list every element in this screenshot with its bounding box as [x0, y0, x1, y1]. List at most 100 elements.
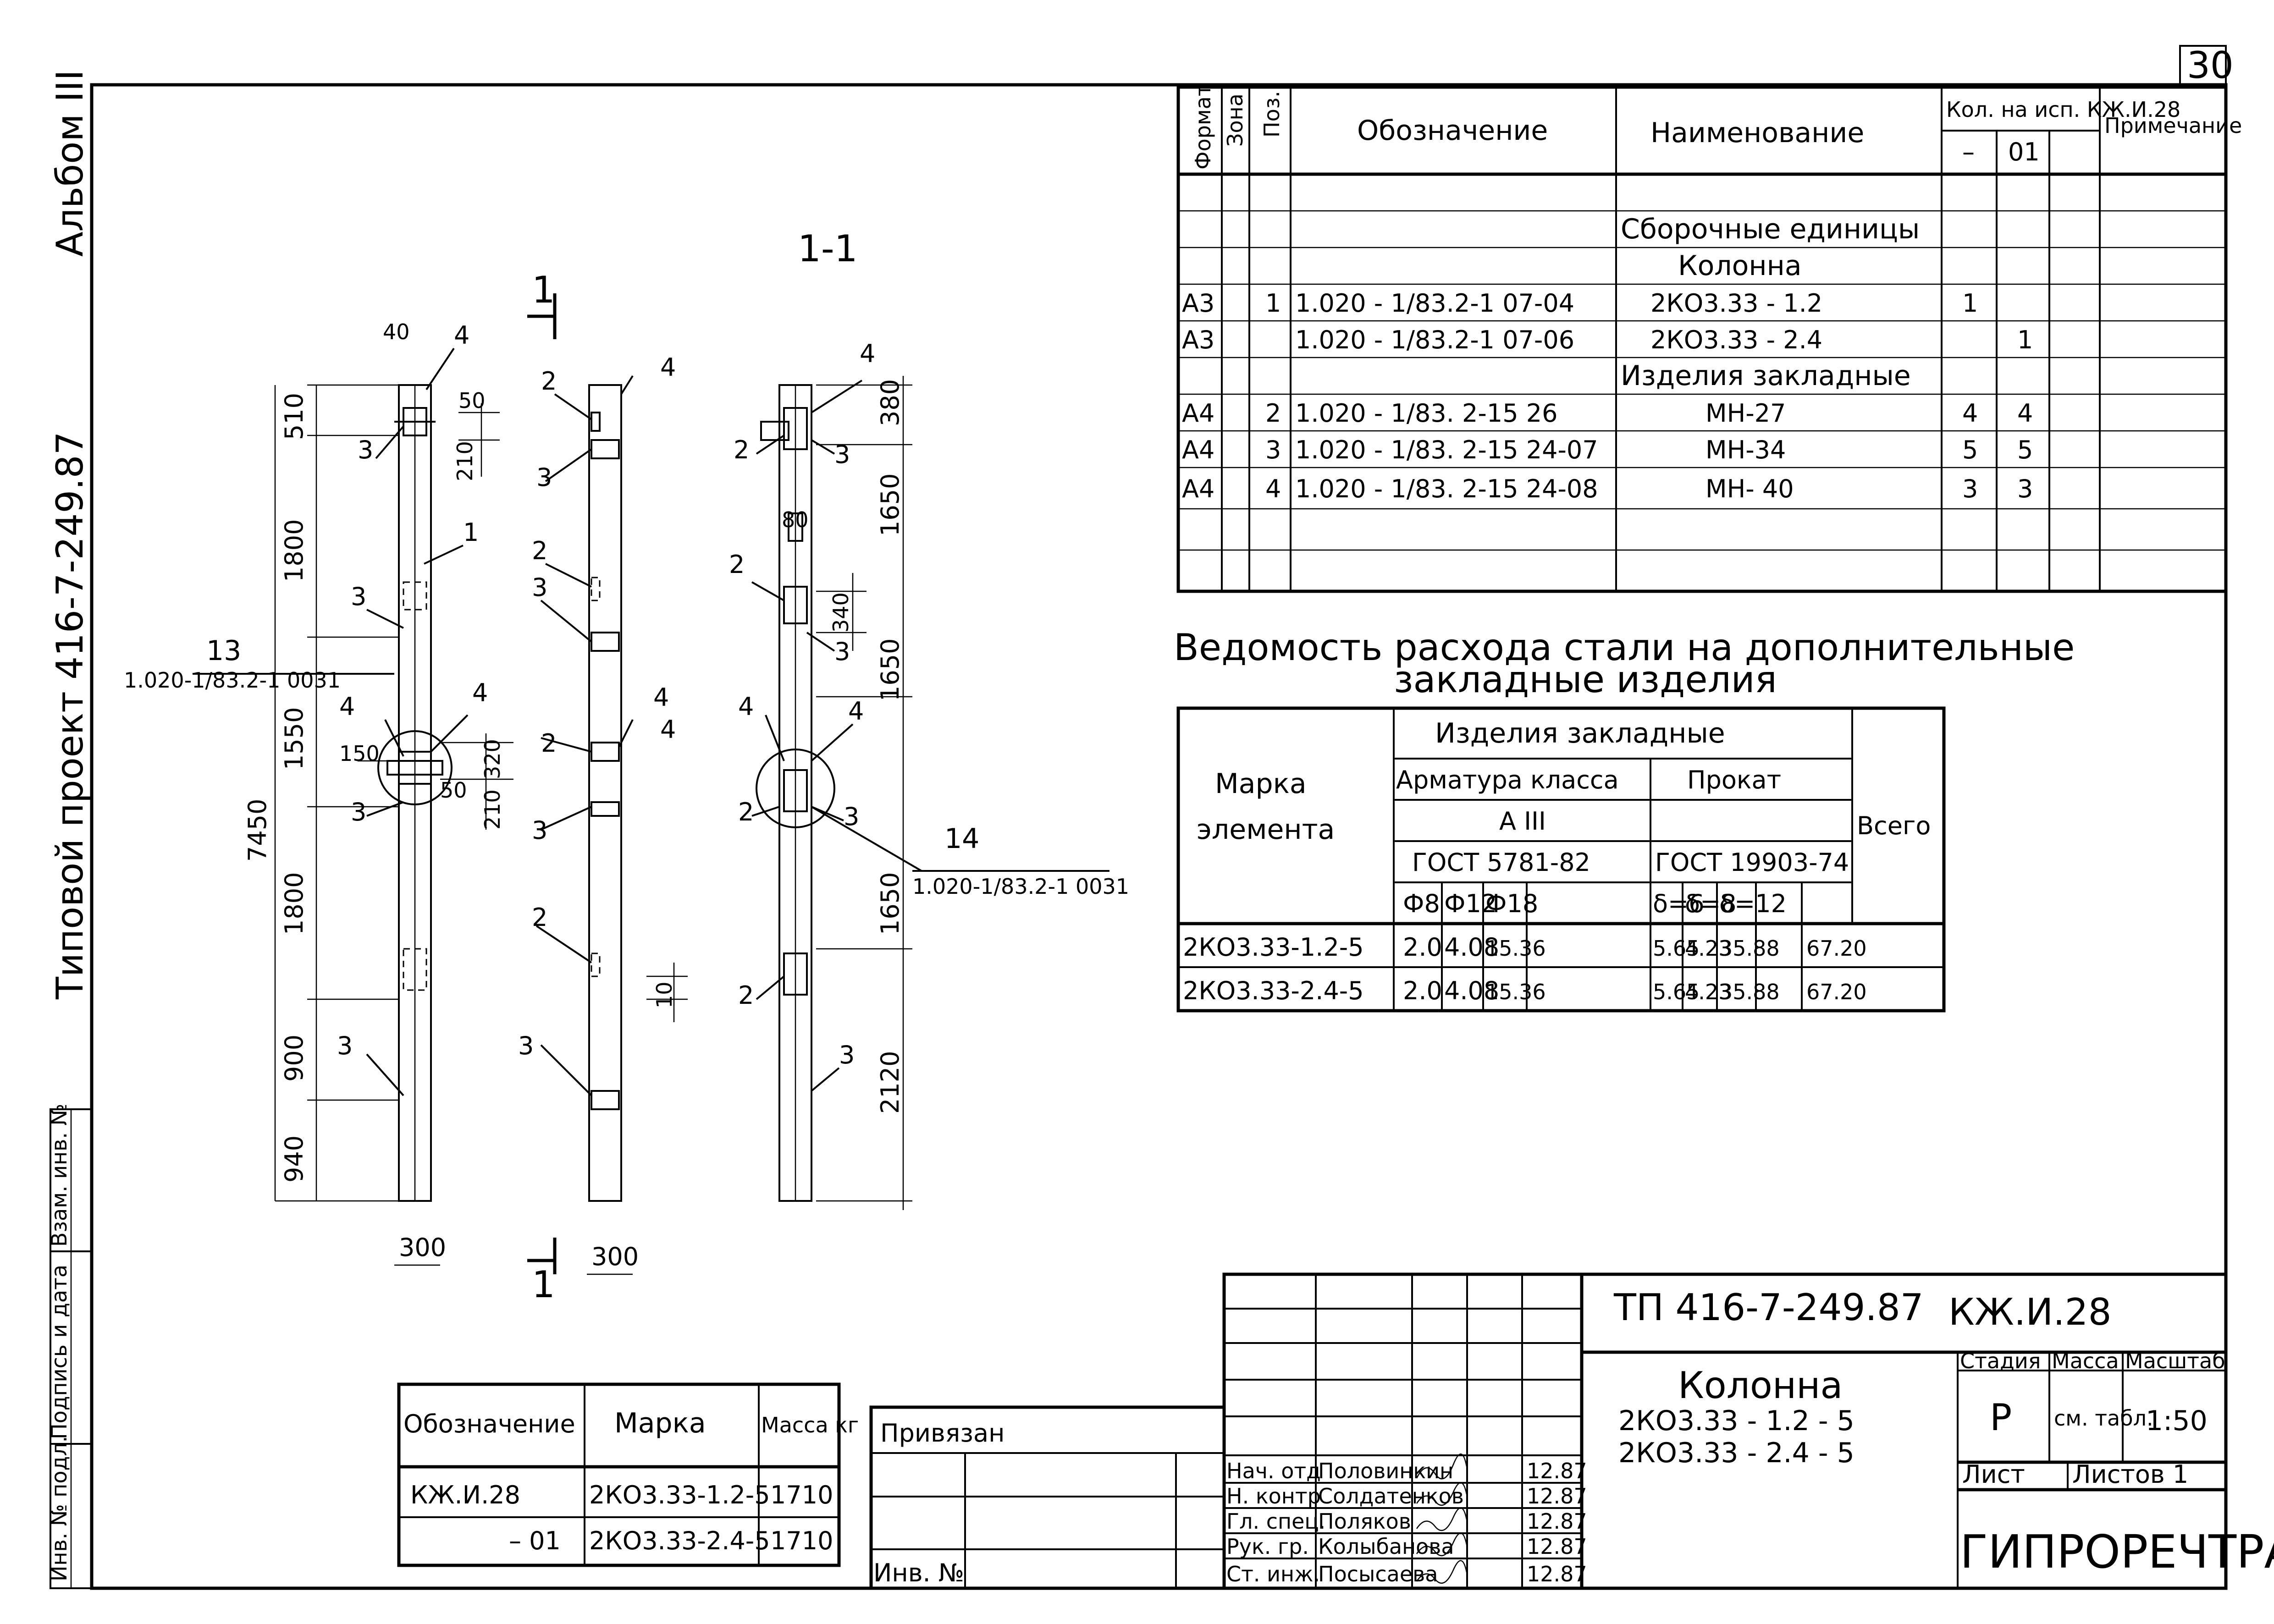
spec-row-name: МН- 40 — [1706, 474, 1794, 503]
dim-1800-b: 1800 — [280, 872, 309, 935]
spec-h-qty: Кол. на исп. КЖ.И.28 — [1946, 97, 2180, 122]
spec-row-qa: 4 — [1962, 399, 1978, 428]
column-elevation-3 — [751, 376, 1109, 1210]
steel-row-val: 15.36 — [1485, 980, 1546, 1004]
spec-row-name: 2КО3.33 - 1.2 — [1650, 289, 1822, 318]
steel-h-mark-1: Марка — [1215, 768, 1307, 800]
pos-label-4i: 4 — [848, 697, 864, 726]
steel-h-rebar: Арматура класса — [1396, 765, 1619, 794]
dim-940: 940 — [280, 1135, 309, 1183]
dim-320: 320 — [480, 739, 505, 779]
signature-date: 12.87 — [1527, 1459, 1587, 1483]
inv-label: Инв. № — [873, 1558, 964, 1587]
dim-1550: 1550 — [280, 707, 309, 770]
dim-1800-a: 1800 — [280, 519, 309, 582]
spec-h-format: Формат — [1191, 84, 1215, 170]
spec-row-qb: 3 — [2017, 474, 2033, 503]
pos-label-3a: 3 — [358, 435, 373, 464]
signature-row: Н. контр Солдатенков 12.87 — [1226, 1482, 1587, 1508]
spec-row-format: А4 — [1182, 474, 1214, 503]
section-label: 1-1 — [798, 227, 858, 270]
signature-name: Поляков — [1318, 1509, 1411, 1534]
spec-row: Изделия закладные — [1621, 360, 1911, 392]
pos-label-3e: 3 — [536, 463, 552, 492]
title-h-mass: Масса — [2052, 1349, 2119, 1373]
spec-row: Сборочные единицы — [1621, 213, 1920, 245]
spec-row-name: МН-27 — [1706, 399, 1786, 428]
column-elevation-1 — [193, 347, 513, 1266]
pos-label-2c: 2 — [541, 729, 557, 758]
marks-h-mark: Марка — [614, 1407, 706, 1439]
steel-row-total: 67.20 — [1806, 980, 1867, 1004]
dim-80: 80 — [782, 507, 809, 532]
dim-50-mid: 50 — [440, 778, 467, 803]
spec-row-name: Колонна — [1678, 250, 1802, 282]
signature-rows: Нач. отд Половинкин 12.87 Н. контр Солда… — [1226, 1453, 1587, 1586]
title-sheets-label: Листов 1 — [2072, 1460, 2188, 1489]
steel-h-total: Всего — [1857, 811, 1931, 840]
title-scale: 1:50 — [2146, 1405, 2208, 1437]
steel-row-mark: 2КО3.33-1.2-5 — [1183, 933, 1364, 962]
dim-7450: 7450 — [243, 799, 272, 862]
signature-role: Нач. отд — [1226, 1459, 1321, 1483]
node-ref-14: 1.020-1/83.2-1 0031 — [912, 874, 1129, 899]
spec-row: А3 1.020 - 1/83.2-1 07-06 2КО3.33 - 2.4 … — [1182, 325, 2033, 354]
title-organization: ГИПРОРЕЧТРАНС — [1960, 1525, 2274, 1579]
title-block — [1222, 1272, 2228, 1590]
steel-sub-d12: δ=12 — [1719, 889, 1787, 918]
spec-row-name: МН-34 — [1706, 435, 1786, 464]
marks-h-designation: Обозначение — [403, 1409, 575, 1438]
spec-row-pos: 3 — [1265, 435, 1281, 464]
signature-scribble — [1416, 1482, 1468, 1506]
spec-row-designation: 1.020 - 1/83.2-1 07-06 — [1295, 325, 1574, 354]
signature-name: Колыбанова — [1318, 1534, 1454, 1559]
width-300-a: 300 — [399, 1233, 446, 1262]
pos-label-2f: 2 — [729, 550, 745, 579]
pos-label-3l: 3 — [839, 1040, 855, 1069]
spec-row-format: А4 — [1182, 435, 1214, 464]
title-mass: см. табл. — [2054, 1406, 2153, 1431]
pos-label-4e: 4 — [653, 683, 669, 712]
spec-row-pos: 1 — [1265, 289, 1281, 318]
signature-row: Рук. гр. Колыбанова 12.87 — [1226, 1532, 1587, 1559]
spec-h-qty-a: – — [1962, 138, 1975, 166]
steel-title-2: закладные изделия — [1394, 658, 1777, 701]
signature-name: Посысаева — [1318, 1562, 1438, 1586]
steel-row: 2КО3.33-2.4-5 2.0 4.08 15.36 5.65 4.23 3… — [1183, 976, 1867, 1005]
pos-label-14: 14 — [944, 823, 979, 855]
signature-row: Гл. спец. Поляков 12.87 — [1226, 1507, 1587, 1534]
strip-label-sign: Подпись и дата — [47, 1265, 72, 1439]
sheet-number-box — [2179, 45, 2227, 86]
steel-sub-d6: δ=6 — [1653, 889, 1705, 918]
spec-row-pos: 2 — [1265, 399, 1281, 428]
spec-row-qa: 5 — [1962, 435, 1978, 464]
pos-label-4h: 4 — [738, 692, 754, 721]
steel-h-gost1: ГОСТ 5781-82 — [1412, 848, 1590, 877]
steel-h-products: Изделия закладные — [1435, 717, 1725, 749]
signature-row: Нач. отд Половинкин 12.87 — [1226, 1453, 1587, 1483]
strip-label-inv: Инв. № подл. — [47, 1436, 72, 1581]
steel-row-val: 5.65 — [1653, 936, 1700, 961]
node-ref-13: 1.020-1/83.2-1 0031 — [124, 668, 341, 693]
pos-label-3i: 3 — [834, 440, 850, 469]
spec-row-format: А3 — [1182, 325, 1214, 354]
pos-label-4f: 4 — [660, 715, 676, 744]
steel-row-mark: 2КО3.33-2.4-5 — [1183, 976, 1364, 1005]
steel-row-val: 2.0 — [1403, 976, 1442, 1005]
dim-900: 900 — [280, 1035, 309, 1082]
pos-label-3d: 3 — [337, 1031, 353, 1060]
pos-label-2h: 2 — [738, 981, 754, 1010]
strip-label-replace: Взам. инв. № — [47, 1104, 72, 1247]
steel-row-val: 5.65 — [1653, 980, 1700, 1004]
title-stage: Р — [1990, 1396, 2012, 1439]
pos-label-3g: 3 — [532, 816, 547, 845]
steel-row-val: 4.23 — [1685, 936, 1732, 961]
signature-scribble — [1416, 1532, 1468, 1557]
signature-scribble — [1416, 1507, 1468, 1531]
title-project-code: ТП 416-7-249.87 — [1613, 1286, 1924, 1329]
dim-210-top: 210 — [453, 441, 477, 481]
marks-row-mass: 1710 — [770, 1481, 833, 1509]
marks-row: КЖ.И.28 2КО3.33-1.2-5 1710 — [410, 1481, 833, 1509]
spec-row-format: А4 — [1182, 399, 1214, 428]
